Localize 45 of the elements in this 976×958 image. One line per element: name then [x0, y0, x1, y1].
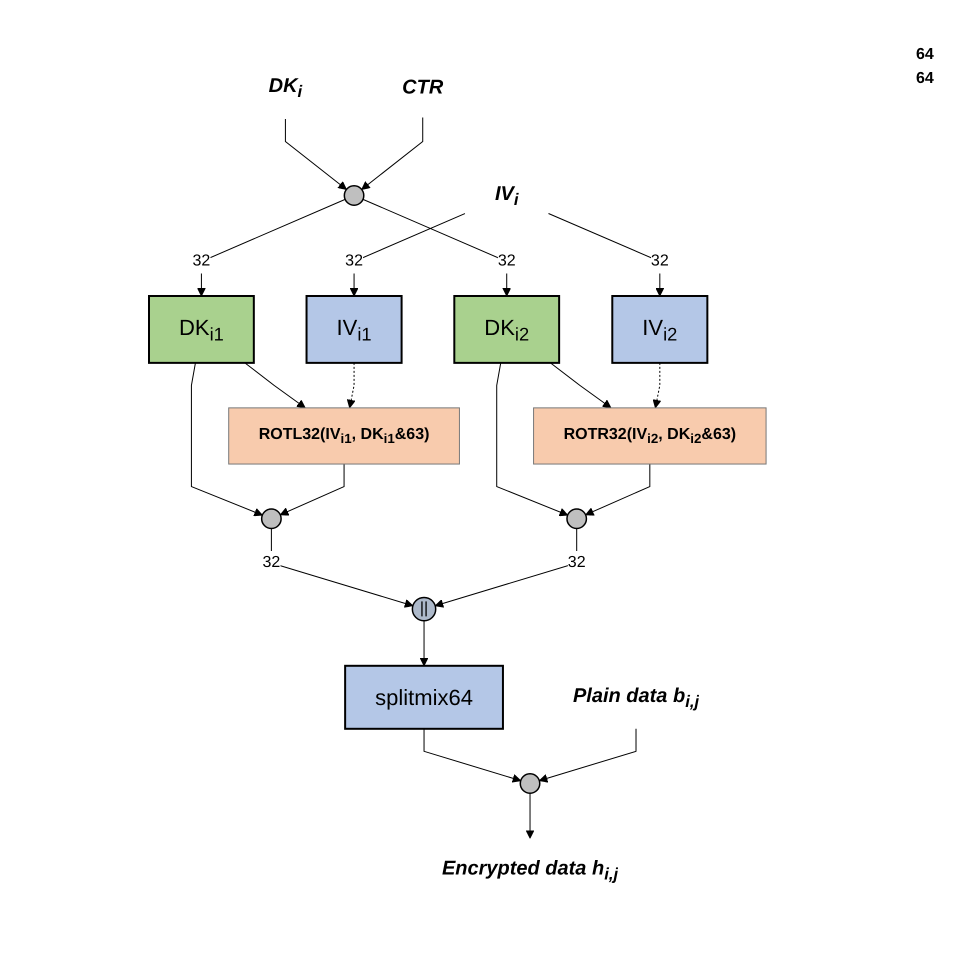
node-box: ROTL32(IV$_{i1}$, DK$_{i1}$&63)	[228, 408, 460, 465]
arrow	[191, 362, 264, 517]
node-circle	[566, 508, 588, 530]
node-box: DK$_{i2}$	[454, 295, 561, 364]
arrow	[435, 528, 578, 608]
arrow	[280, 464, 346, 516]
node-text: CTR	[402, 76, 444, 99]
node-box: DK$_{i1}$	[148, 295, 256, 364]
edge-label: 32	[498, 252, 516, 270]
arrow	[424, 728, 522, 783]
node-box: ROTR32(IV$_{i2}$, DK$_{i2}$&63)	[534, 408, 768, 465]
arrow	[271, 528, 414, 608]
edge-label: 32	[346, 252, 364, 270]
bit-width-label: 64	[916, 46, 935, 64]
arrow	[362, 117, 424, 190]
node-box: IV$_{i1}$	[306, 295, 404, 364]
arrow	[653, 362, 662, 409]
arrow	[197, 199, 346, 297]
edge-label: 32	[262, 554, 281, 572]
edge-label: 32	[651, 252, 670, 270]
node-box: IV$_{i2}$	[612, 295, 709, 364]
node-box: splitmix64	[344, 665, 504, 730]
arrow	[548, 213, 665, 297]
arrow	[347, 362, 356, 409]
arrow	[496, 362, 569, 517]
node-circle	[520, 773, 541, 794]
node-text: Encrypted data h$_{i,j}$	[442, 858, 619, 884]
arrow	[420, 620, 429, 667]
node-circle: ||	[412, 597, 437, 622]
arrow	[586, 464, 651, 516]
arrow	[350, 213, 466, 297]
arrow	[550, 362, 612, 409]
arrow	[244, 362, 306, 409]
edge-label: 32	[568, 554, 586, 572]
node-circle	[261, 508, 282, 530]
edge-label: 32	[192, 252, 211, 270]
arrow	[285, 118, 348, 190]
arrow	[526, 793, 535, 840]
bit-width-label: 64	[916, 70, 935, 88]
node-text: DK$_{i}$	[269, 75, 303, 102]
arrow	[539, 728, 637, 783]
node-text: IV$_{i}$	[495, 183, 519, 210]
node-circle	[344, 185, 365, 206]
arrow	[362, 199, 512, 297]
node-text: Plain data b$_{i,j}$	[573, 685, 700, 712]
